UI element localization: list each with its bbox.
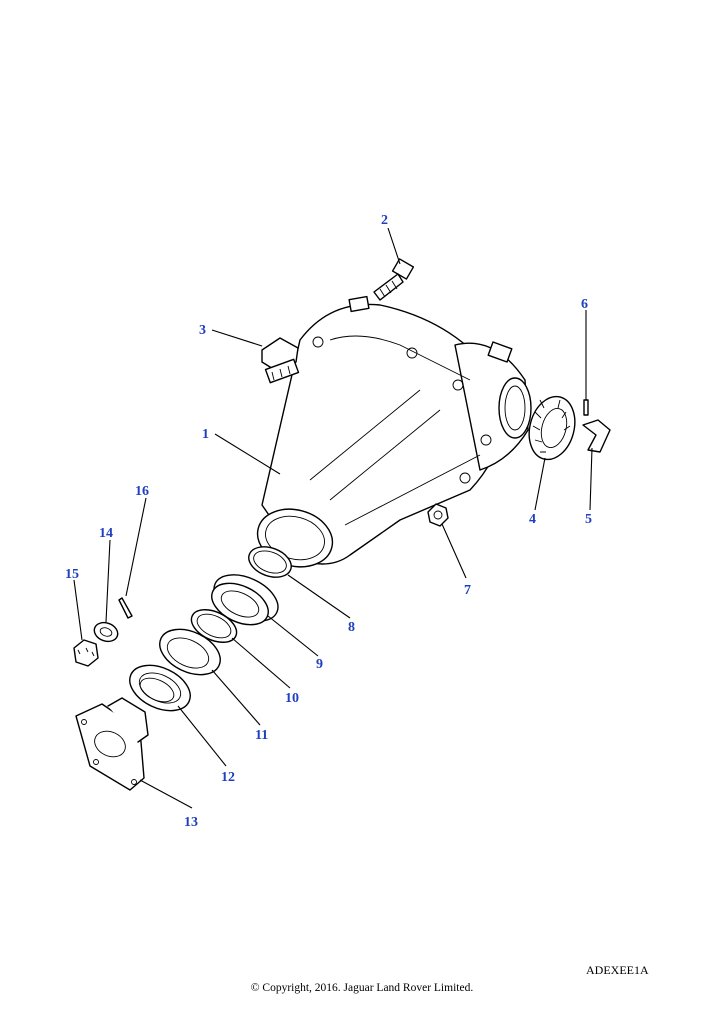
part-6-pin[interactable] xyxy=(583,399,589,416)
leader-14 xyxy=(105,539,111,623)
leader-16 xyxy=(125,497,147,597)
leader-2 xyxy=(387,227,401,265)
part-9-bearing[interactable] xyxy=(205,566,285,633)
part-1-differential-housing[interactable] xyxy=(251,295,532,575)
leader-1 xyxy=(214,433,281,475)
part-11-spacer[interactable] xyxy=(153,620,228,683)
part-4-bevel-gear[interactable] xyxy=(522,391,581,464)
callout-13: 13 xyxy=(184,815,198,830)
callout-8: 8 xyxy=(348,620,355,635)
leader-5 xyxy=(589,447,593,511)
leader-13 xyxy=(139,779,193,809)
callout-labels: 1 2 3 4 5 6 7 8 9 10 11 12 13 14 15 16 xyxy=(65,213,592,830)
part-15-castle-nut[interactable] xyxy=(73,639,99,667)
leader-11 xyxy=(211,669,261,726)
callout-7: 7 xyxy=(464,583,471,598)
callout-4: 4 xyxy=(529,512,536,527)
callout-11: 11 xyxy=(255,728,268,743)
part-3-plug[interactable] xyxy=(261,337,300,384)
callout-10: 10 xyxy=(285,691,299,706)
leader-7 xyxy=(441,523,467,579)
callout-1: 1 xyxy=(202,427,209,442)
callout-5: 5 xyxy=(585,512,592,527)
leader-15 xyxy=(73,579,83,641)
part-7-nut[interactable] xyxy=(427,503,449,527)
part-5-tab-washer[interactable] xyxy=(582,419,611,453)
part-10-shim[interactable] xyxy=(186,603,241,649)
copyright-notice: © Copyright, 2016. Jaguar Land Rover Lim… xyxy=(250,982,474,994)
part-2-bolt[interactable] xyxy=(373,258,415,301)
callout-16: 16 xyxy=(135,484,149,499)
leader-9 xyxy=(267,615,319,657)
leader-lines xyxy=(73,227,593,809)
leader-10 xyxy=(231,637,291,689)
leader-4 xyxy=(534,457,546,511)
diagram-code: ADEXEE1A xyxy=(586,963,649,977)
callout-15: 15 xyxy=(65,567,79,582)
part-14-washer[interactable] xyxy=(92,619,121,644)
callout-14: 14 xyxy=(99,526,113,541)
callout-2: 2 xyxy=(381,213,388,228)
part-16-split-pin[interactable] xyxy=(118,597,133,619)
callout-6: 6 xyxy=(581,297,588,312)
part-8-o-ring[interactable] xyxy=(245,541,296,582)
leader-8 xyxy=(287,574,351,619)
leader-12 xyxy=(177,705,227,767)
callout-9: 9 xyxy=(316,657,323,672)
callout-12: 12 xyxy=(221,770,235,785)
part-12-oil-seal[interactable] xyxy=(123,656,198,719)
callout-3: 3 xyxy=(199,323,206,338)
part-13-flange[interactable] xyxy=(75,697,149,791)
leader-3 xyxy=(211,329,263,347)
